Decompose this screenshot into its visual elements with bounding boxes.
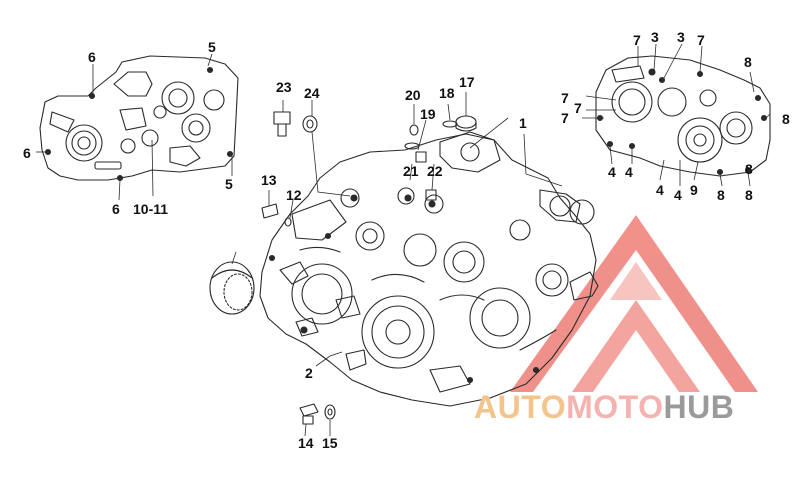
leader-lines [36, 43, 771, 437]
callout-8-e: 8 [745, 161, 753, 177]
right-cover-part [595, 55, 771, 177]
callout-23: 24 [304, 85, 320, 101]
callout-4-c: 4 [656, 182, 664, 198]
washer-part-15 [324, 404, 336, 420]
plug-part-21 [425, 189, 437, 201]
callout-7-a: 7 [633, 32, 641, 48]
plug-part-20 [415, 151, 427, 163]
oring-part-17 [442, 120, 458, 128]
callout-4-b: 4 [625, 164, 633, 180]
callout-3-b: 3 [677, 29, 685, 45]
callout-8-d: 8 [745, 187, 753, 203]
callout-20: 21 [403, 163, 419, 179]
callout-13: 13 [261, 172, 277, 188]
callout-8-c: 8 [717, 187, 725, 203]
callout-22: 23 [276, 79, 292, 95]
callout-8-a: 8 [744, 54, 752, 70]
plug-part-24 [209, 261, 255, 315]
watermark-part-hub: HUB [663, 389, 735, 425]
callout-7-c: 7 [561, 90, 569, 106]
callout-15: 15 [322, 435, 338, 451]
washer-part-18 [409, 124, 419, 136]
callout-1: 1 [519, 115, 527, 131]
callout-7-b: 7 [697, 32, 705, 48]
callout-6-bottom: 6 [112, 201, 120, 217]
callout-16: 17 [459, 74, 475, 90]
callout-7-d: 7 [574, 100, 582, 116]
watermark-text: AUTOMOTOHUB [474, 390, 734, 424]
callout-4-a: 4 [608, 164, 616, 180]
callout-3-a: 3 [651, 29, 659, 45]
callout-18: 19 [420, 106, 436, 122]
callout-8-b: 8 [782, 111, 790, 127]
callout-6-left: 6 [23, 145, 31, 161]
logo-triangle-icon [510, 215, 758, 392]
callout-5-bottom: 5 [225, 176, 233, 192]
washer-part-23 [302, 115, 318, 133]
left-cover-part [39, 55, 239, 182]
pin-part-12 [284, 217, 292, 227]
bolt-part-22 [273, 111, 291, 137]
callout-12: 12 [286, 187, 302, 203]
drain-plug-part-14 [299, 403, 319, 425]
callout-7-e: 7 [561, 110, 569, 126]
cap-part-16 [455, 115, 477, 132]
callout-6-top: 6 [88, 49, 96, 65]
callout-14: 14 [298, 435, 314, 451]
callout-2: 2 [305, 365, 313, 381]
callout-17: 18 [439, 85, 455, 101]
callout-9: 9 [690, 182, 698, 198]
callout-4-d: 4 [674, 187, 682, 203]
stud-part-13 [261, 203, 279, 219]
callout-21: 22 [427, 163, 443, 179]
watermark-part-moto: MOTO [566, 389, 664, 425]
crankcase-body-part [259, 131, 599, 407]
watermark-part-auto: AUTO [474, 389, 567, 425]
callout-19: 20 [405, 87, 421, 103]
callout-10-11: 10-11 [133, 201, 169, 217]
callout-5-top: 5 [208, 39, 216, 55]
